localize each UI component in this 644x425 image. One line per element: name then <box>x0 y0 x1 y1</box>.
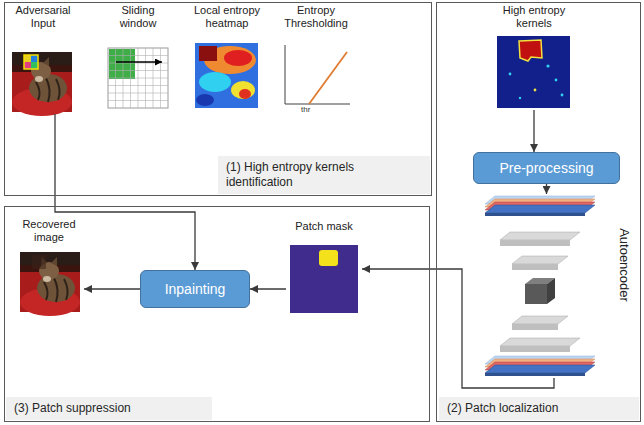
node-label: Sliding window <box>102 4 174 29</box>
heat-blob <box>196 94 214 106</box>
kernel-dot <box>555 79 558 82</box>
node-label: Autoencoder <box>617 228 632 302</box>
patch-cell <box>31 62 38 69</box>
heat-blob <box>231 81 255 99</box>
heat-peak <box>199 46 217 61</box>
panel-tab: (3) Patch suppression <box>6 397 212 420</box>
heat-blob <box>224 50 252 66</box>
node-label: Adversarial Input <box>10 4 76 29</box>
sliding-window: Sliding window <box>102 4 174 110</box>
layer-edge <box>485 373 585 376</box>
autoencoder-layers <box>485 196 595 376</box>
kernel-dot <box>509 73 512 76</box>
stage-panel: (2) Patch localization High entropy kerne… <box>436 2 641 422</box>
layer-edge <box>485 213 585 216</box>
node-label: Local entropy heatmap <box>190 4 264 29</box>
recovered-photo <box>20 252 80 316</box>
layer-sheet <box>485 205 595 213</box>
node-label: Patch mask <box>286 220 362 233</box>
heatmap-ground <box>195 43 258 108</box>
decoder-layer <box>512 316 568 324</box>
entropy-heatmap: Local entropy heatmap <box>190 4 264 110</box>
flow-arrow <box>362 269 554 388</box>
mask-ground <box>290 245 358 313</box>
node-label: Inpainting <box>165 281 226 297</box>
plot-axis <box>285 104 350 105</box>
patch-border <box>24 55 38 69</box>
layer-sheet <box>485 365 595 373</box>
kernel-blob <box>519 40 542 61</box>
process-box: Inpainting <box>140 270 250 308</box>
plot-axis <box>285 45 286 104</box>
panel-title: (3) Patch suppression <box>14 401 204 416</box>
kernel-dot <box>519 97 521 99</box>
flow-arrow <box>250 288 286 289</box>
encoder-layer <box>500 240 570 246</box>
adversarial-patch <box>24 55 38 69</box>
window-square <box>109 49 135 79</box>
kernel-dot <box>534 89 537 92</box>
heatmap <box>195 43 258 108</box>
node-label: Entropy Thresholding <box>278 4 354 29</box>
encoder-layer <box>500 232 580 240</box>
panel-title: (2) Patch localization <box>447 401 631 416</box>
kernel-map: High entropy kernels <box>492 4 576 110</box>
process-box: Pre-processing <box>473 152 620 184</box>
heat-blob <box>199 72 231 92</box>
autoencoder: Autoencoder <box>474 194 634 378</box>
patch-cell <box>31 55 38 62</box>
panel-title: (1) High entropy kernels identification <box>226 160 422 190</box>
panel-tab: (2) Patch localization <box>439 397 639 420</box>
grid-frame <box>108 48 168 108</box>
node-label: Pre-processing <box>499 160 593 176</box>
stage-panel: (1) High entropy kernels identification A… <box>4 2 432 196</box>
stage-panel: (3) Patch suppression Recovered imageInpa… <box>4 206 430 422</box>
node-label: Recovered image <box>14 218 84 243</box>
kernel-map <box>497 36 570 108</box>
latent-block <box>547 278 555 304</box>
patch-cell <box>24 62 31 69</box>
panel-tab: (1) High entropy kernels identification <box>218 156 430 194</box>
threshold-plot: Entropy Thresholding <box>278 4 354 112</box>
encoder-layer <box>512 256 568 264</box>
input-image: Adversarial Input <box>10 4 76 114</box>
kernel-ground <box>497 36 570 108</box>
axis-label: thr <box>300 106 311 114</box>
flow-arrow <box>546 184 547 194</box>
grid-lines <box>108 48 168 108</box>
mask-region <box>319 250 338 266</box>
slide-arrow <box>116 61 162 63</box>
decoder-layer <box>500 338 580 346</box>
encoder-layer <box>512 264 558 270</box>
flow-arrow <box>55 114 195 270</box>
input-photo <box>12 52 72 116</box>
kernel-dot <box>546 64 549 67</box>
latent-block <box>525 284 547 304</box>
patch-cell <box>24 55 31 62</box>
inpainted-area <box>32 255 46 269</box>
patch-mask: Patch mask <box>286 220 362 318</box>
node-label: High entropy kernels <box>492 4 576 29</box>
flow-arrow <box>533 110 534 152</box>
sliding-grid <box>108 48 168 108</box>
threshold-curve <box>309 52 347 104</box>
threshold-plot <box>285 45 350 104</box>
decoder-layer <box>500 346 570 352</box>
heat-blob <box>239 89 251 99</box>
patch-mask-image <box>290 245 358 313</box>
flow-arrow <box>84 288 140 289</box>
recovered-image: Recovered image <box>14 218 84 318</box>
decoder-layer <box>512 324 558 330</box>
kernel-dot <box>561 94 564 97</box>
